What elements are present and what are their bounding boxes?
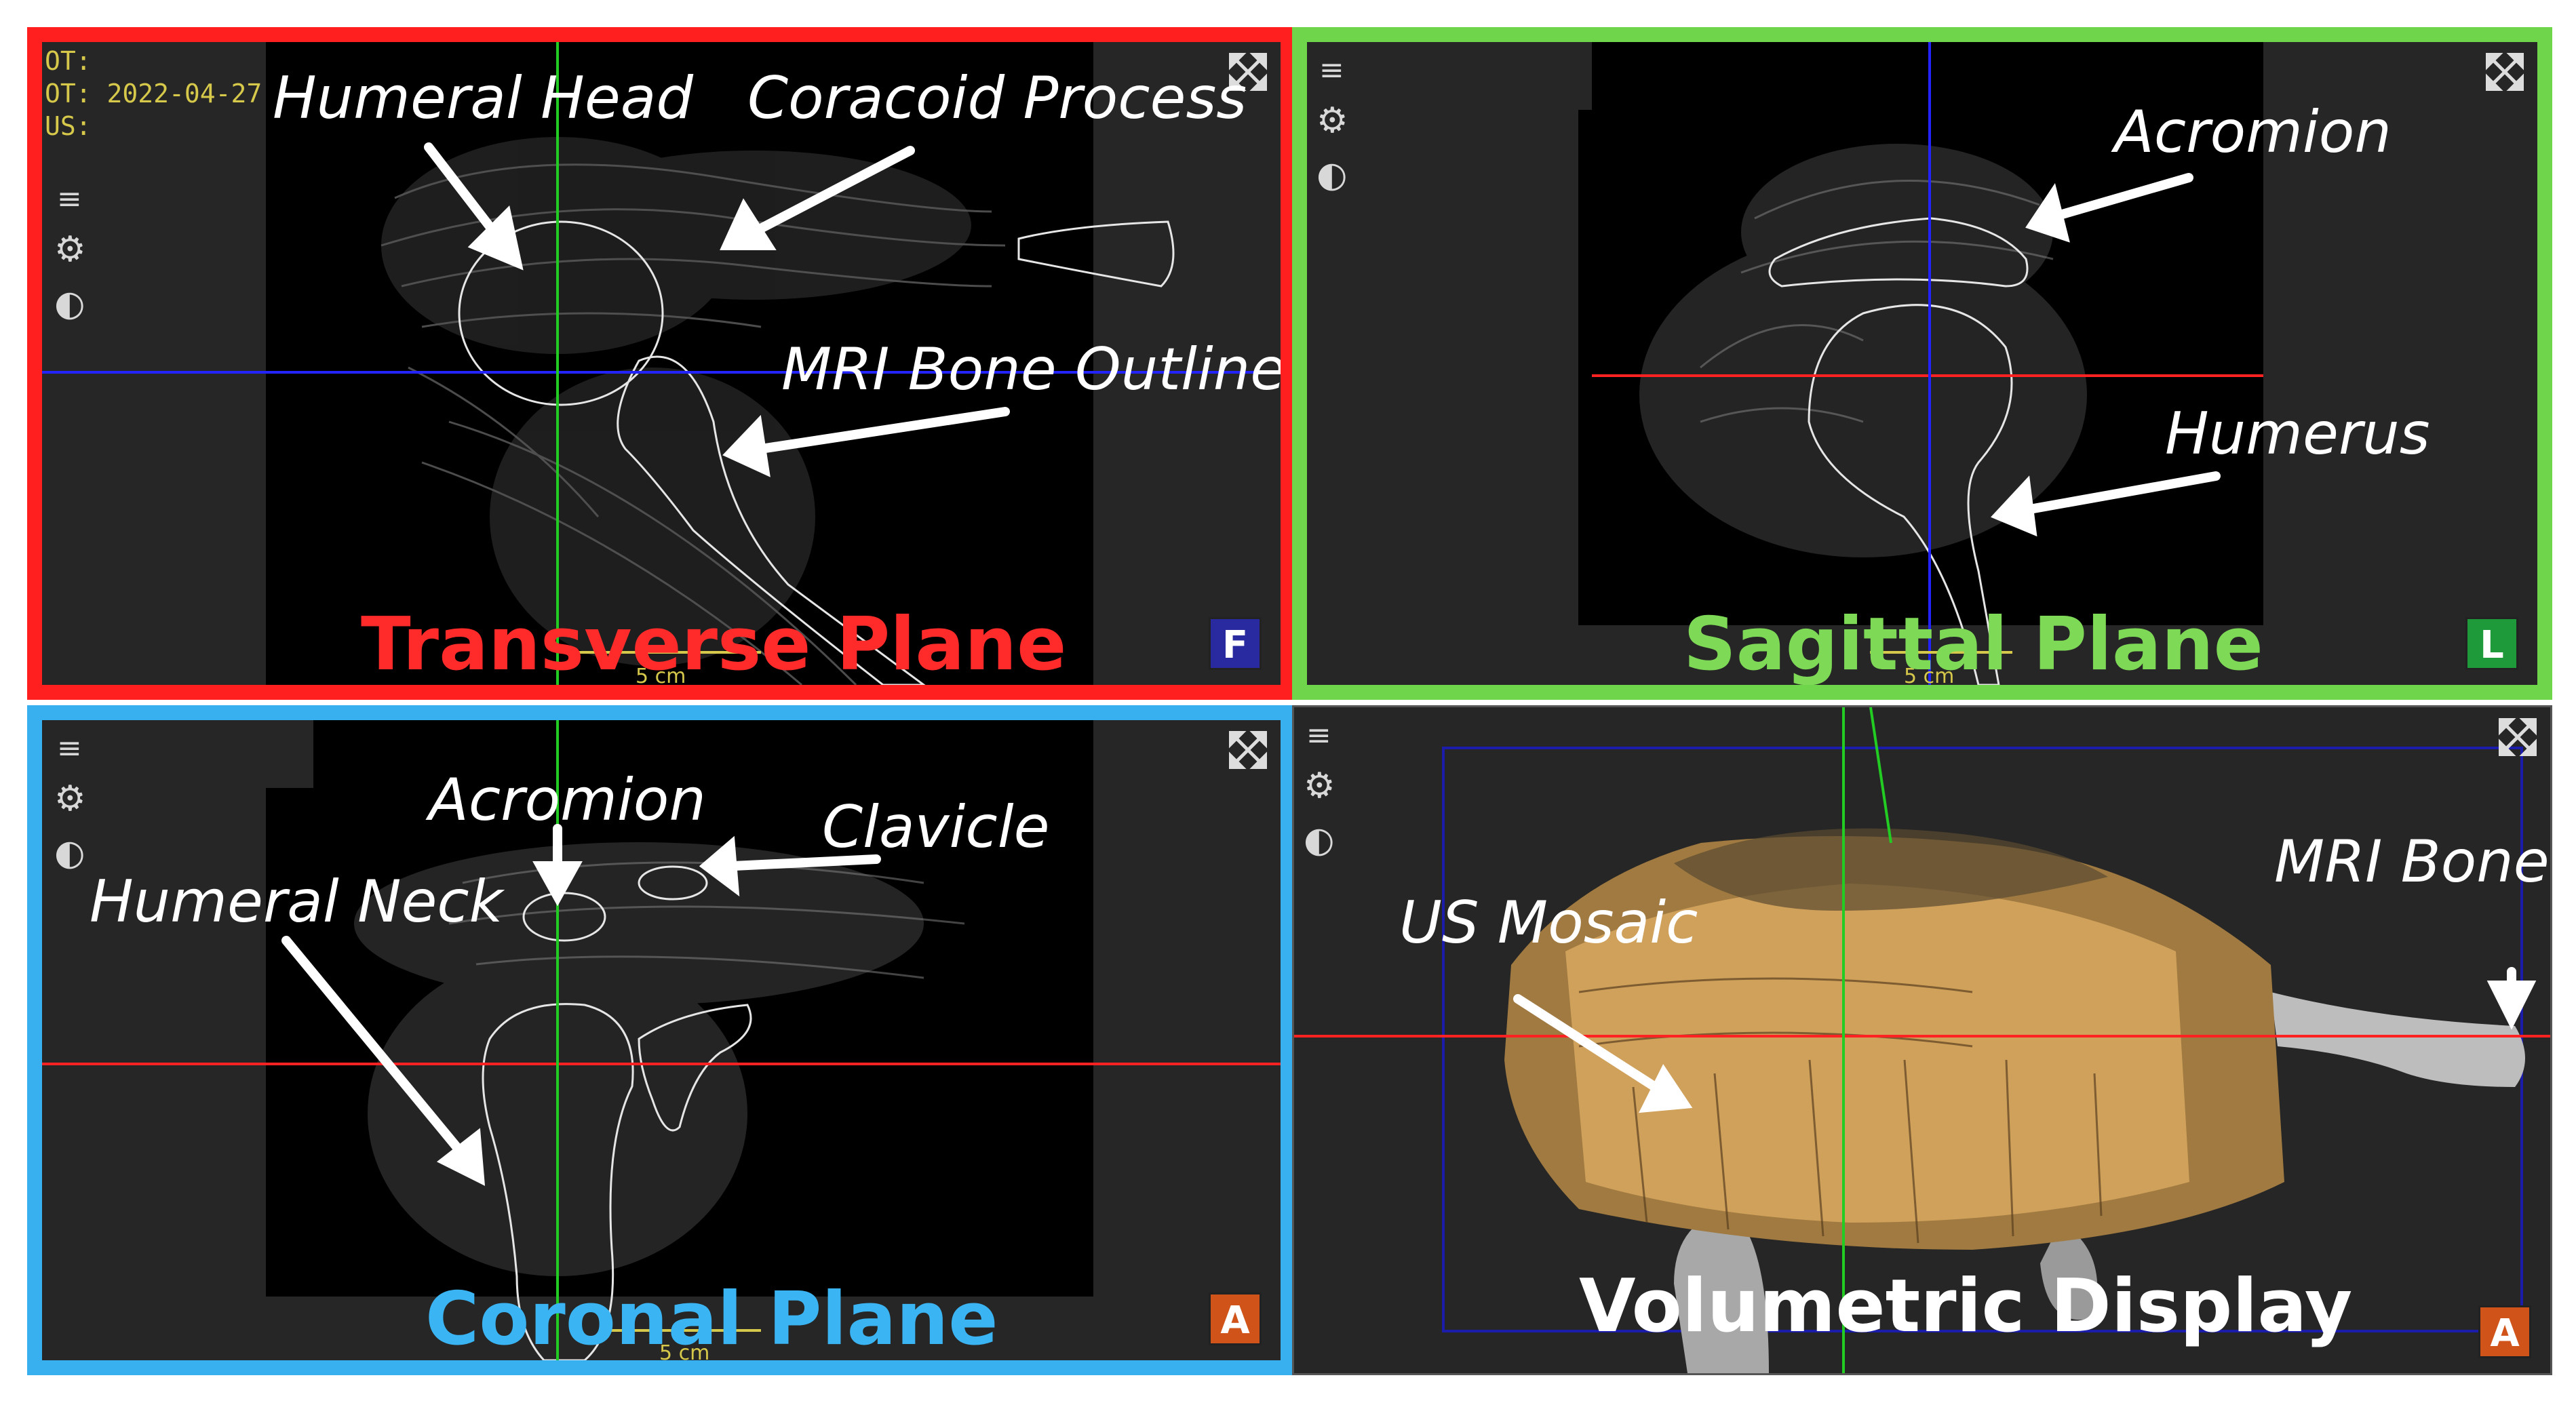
orientation-badge-a[interactable]: A xyxy=(1209,1292,1262,1345)
coronal-ultrasound-image xyxy=(42,720,1281,1360)
maximize-icon[interactable] xyxy=(1229,731,1267,769)
brightness-icon[interactable]: ◐ xyxy=(1316,155,1348,195)
label-humerus: Humerus xyxy=(2165,400,2430,468)
gear-icon[interactable]: ⚙ xyxy=(54,778,86,819)
menu-icon[interactable]: ≡ xyxy=(1319,53,1344,87)
gear-icon[interactable]: ⚙ xyxy=(1304,766,1335,806)
maximize-icon[interactable] xyxy=(2499,718,2537,756)
label-humeral-neck: Humeral Neck xyxy=(90,868,503,936)
gear-icon[interactable]: ⚙ xyxy=(1316,100,1348,141)
label-clavicle: Clavicle xyxy=(822,793,1050,861)
scale-label: 5 cm xyxy=(659,1341,710,1365)
label-us-mosaic: US Mosaic xyxy=(1399,889,1698,957)
scale-label: 5 cm xyxy=(636,665,686,688)
label-acromion: Acromion xyxy=(2114,98,2392,166)
sagittal-ultrasound-image xyxy=(1578,42,2263,685)
label-mri-bone-outline: MRI Bone Outline xyxy=(781,336,1287,403)
maximize-icon[interactable] xyxy=(2486,53,2524,91)
brightness-icon[interactable]: ◐ xyxy=(1304,820,1335,861)
sagittal-panel: ≡ ⚙ ◐ Acromion Humerus 5 cm Sagittal Pla… xyxy=(1292,27,2552,700)
menu-icon[interactable]: ≡ xyxy=(1306,718,1331,753)
label-coracoid-process: Coracoid Process xyxy=(747,64,1247,132)
study-metadata: OT: OT: 2022-04-27 US: xyxy=(45,45,262,142)
panel-title-sagittal: Sagittal Plane xyxy=(1683,602,2263,687)
menu-icon[interactable]: ≡ xyxy=(57,182,82,216)
brightness-icon[interactable]: ◐ xyxy=(54,833,85,873)
panel-title-coronal: Coronal Plane xyxy=(425,1277,998,1362)
orientation-badge-f[interactable]: F xyxy=(1209,617,1262,670)
transverse-ultrasound-image xyxy=(42,42,1281,685)
orientation-badge-a[interactable]: A xyxy=(2478,1305,2531,1358)
gear-icon[interactable]: ⚙ xyxy=(54,229,86,270)
transverse-panel: OT: OT: 2022-04-27 US: ≡ ⚙ ◐ Humeral Hea… xyxy=(27,27,1295,700)
coronal-panel: ≡ ⚙ ◐ Acromion Clavicle Humeral Neck 5 c… xyxy=(27,705,1295,1375)
menu-icon[interactable]: ≡ xyxy=(57,731,82,766)
meta-line-3: US: xyxy=(45,111,92,141)
label-acromion: Acromion xyxy=(429,766,706,834)
label-mri-bone: MRI Bone xyxy=(2274,828,2550,896)
maximize-icon[interactable] xyxy=(1229,53,1267,91)
volumetric-render xyxy=(1294,707,2550,1373)
orientation-badge-l[interactable]: L xyxy=(2465,617,2518,670)
meta-line-2: OT: 2022-04-27 xyxy=(45,79,262,108)
scale-label: 5 cm xyxy=(1904,665,1955,688)
meta-line-1: OT: xyxy=(45,46,92,76)
panel-title-volumetric: Volumetric Display xyxy=(1579,1264,2353,1349)
volumetric-panel: ≡ ⚙ ◐ US Mosaic MRI Bone Volumetric Disp… xyxy=(1292,705,2552,1375)
label-humeral-head: Humeral Head xyxy=(273,64,694,132)
brightness-icon[interactable]: ◐ xyxy=(54,283,85,324)
panel-title-transverse: Transverse Plane xyxy=(361,602,1067,687)
